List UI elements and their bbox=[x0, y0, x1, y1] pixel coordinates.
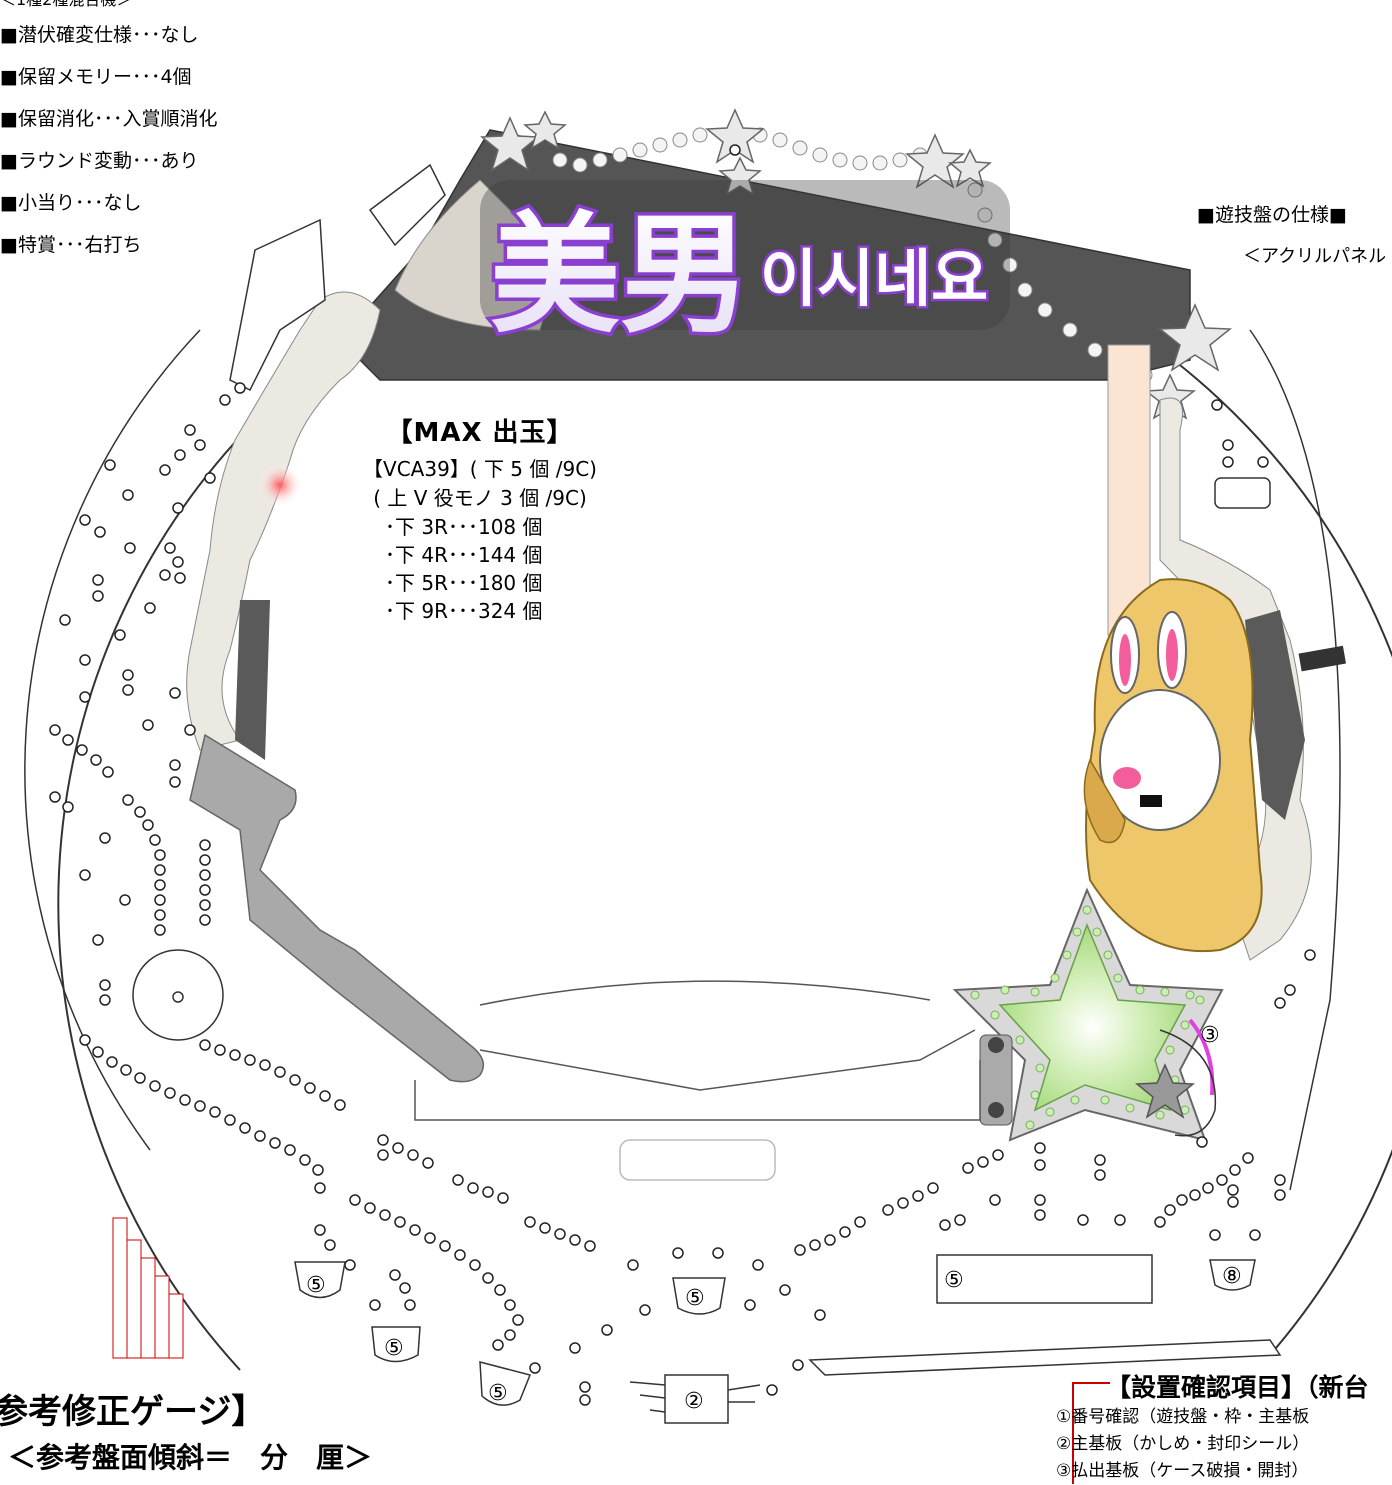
pocket-3-label: ③ bbox=[1200, 1023, 1220, 1048]
install-item-1: ①番号確認（遊技盤・枠・主基板 bbox=[1056, 1407, 1310, 1427]
svg-text:⑤: ⑤ bbox=[944, 1268, 964, 1293]
stage-curve bbox=[479, 980, 931, 1006]
install-item-3: ③払出基板（ケース破損・開封） bbox=[1056, 1461, 1309, 1481]
install-items: ①番号確認（遊技盤・枠・主基板 ②主基板（かしめ・封印シール） ③払出基板（ケー… bbox=[1056, 1404, 1309, 1485]
pearl-chain bbox=[552, 127, 1153, 383]
star-bumper-2 bbox=[988, 1102, 1004, 1118]
board-right-rail bbox=[1249, 329, 1341, 1191]
max-round-5r: ･下 5R･･･180 個 bbox=[385, 571, 543, 595]
max-payout-box: 【MAX 出玉】 【VCA39】( 下 5 個 /9C) ( 上 V 役モノ 3… bbox=[330, 412, 630, 625]
svg-text:⑤: ⑤ bbox=[685, 1286, 705, 1311]
spec-item-small-hit: ■小当り･･･なし bbox=[0, 192, 142, 214]
pocket-8: ⑧ bbox=[1209, 1259, 1256, 1291]
max-payout-line-1: 【VCA39】( 下 5 個 /9C) bbox=[363, 457, 597, 481]
pocket-bottom-left: ⑤ bbox=[479, 1361, 532, 1406]
gauge-title: 参考修正ゲージ】 bbox=[0, 1392, 266, 1432]
board-spec-title: ■遊技盤の仕様■ bbox=[1197, 204, 1347, 226]
svg-text:⑤: ⑤ bbox=[384, 1336, 404, 1361]
right-gate bbox=[1214, 477, 1271, 509]
star-bumper-1 bbox=[988, 1037, 1004, 1053]
bottom-rail bbox=[808, 1339, 1282, 1376]
spec-item-digest: ■保留消化･･･入賞順消化 bbox=[0, 108, 218, 130]
spec-item-special: ■特賞･･･右打ち bbox=[0, 234, 142, 256]
board-inner-rail bbox=[24, 329, 201, 1151]
install-bracket bbox=[1072, 1382, 1110, 1484]
svg-text:②: ② bbox=[684, 1389, 704, 1414]
max-payout-line-2: ( 上 V 役モノ 3 個 /9C) bbox=[373, 486, 587, 510]
red-gauge-stack bbox=[112, 1217, 184, 1359]
board-spec-subtitle: ＜アクリルパネル bbox=[1243, 246, 1387, 267]
small-star bbox=[1135, 1063, 1195, 1119]
red-light bbox=[258, 463, 302, 507]
nails bbox=[49, 144, 1316, 1406]
left-gray-wall bbox=[235, 600, 270, 760]
spec-list: ＜1種2種混合機＞ ■潜伏確変仕様･･･なし ■保留メモリー･･･4個 ■保留消… bbox=[0, 0, 217, 266]
spec-item-round: ■ラウンド変動･･･あり bbox=[0, 150, 199, 172]
display-frame bbox=[338, 129, 1191, 381]
pink-rail bbox=[1188, 1018, 1215, 1096]
left-cloud-deco bbox=[186, 291, 381, 751]
pocket-left-2: ⑤ bbox=[371, 1326, 421, 1363]
stage-lower bbox=[479, 1029, 976, 1091]
bunny-ear-right-inner bbox=[1166, 629, 1178, 681]
max-round-9r: ･下 9R･･･324 個 bbox=[385, 599, 543, 623]
display-frame-light bbox=[394, 179, 561, 331]
attacker-5: ⑤ bbox=[936, 1254, 1153, 1304]
logo-main: 美男 bbox=[490, 199, 750, 351]
logo-sub: 이시네요 bbox=[760, 242, 988, 315]
bunny-ear-left-inner bbox=[1119, 634, 1131, 686]
install-title: 【設置確認項目】（新台 bbox=[1106, 1373, 1369, 1402]
right-gray-wall bbox=[1245, 610, 1305, 820]
windmill-center bbox=[172, 991, 184, 1003]
moon-tail bbox=[1083, 758, 1126, 844]
title-logo: 美男 이시네요 bbox=[480, 180, 1010, 355]
max-round-3r: ･下 3R･･･108 個 bbox=[385, 515, 543, 539]
stage-base bbox=[414, 1060, 981, 1121]
bunny-face bbox=[1099, 689, 1221, 831]
pocket-center: ⑤ bbox=[672, 1277, 726, 1315]
max-round-4r: ･下 4R･･･144 個 bbox=[385, 543, 543, 567]
svg-text:⑧: ⑧ bbox=[1222, 1264, 1242, 1289]
spec-header: ＜1種2種混合機＞ bbox=[0, 0, 217, 14]
star-side-pocket bbox=[1159, 1029, 1217, 1137]
chain-stars bbox=[480, 108, 1233, 420]
start-pocket-2: ② bbox=[629, 1374, 761, 1424]
install-item-2: ②主基板（かしめ・封印シール） bbox=[1056, 1434, 1310, 1454]
spec-item-reserve: ■保留メモリー･･･4個 bbox=[0, 66, 192, 88]
spec-item-latent: ■潜伏確変仕様･･･なし bbox=[0, 24, 199, 46]
bottom-center-box bbox=[619, 1139, 776, 1181]
gauge-subtitle: ＜参考盤面傾斜＝ 分 厘＞ bbox=[8, 1441, 373, 1474]
bunny-bow bbox=[1140, 795, 1162, 807]
star-leds bbox=[970, 905, 1205, 1130]
left-ramp bbox=[189, 733, 485, 1083]
right-pole bbox=[1107, 344, 1151, 636]
right-lever bbox=[1298, 645, 1347, 672]
left-side-guide bbox=[229, 218, 326, 392]
max-payout-title: 【MAX 出玉】 bbox=[386, 418, 574, 448]
big-star-inner bbox=[998, 922, 1187, 1112]
svg-text:⑤: ⑤ bbox=[306, 1273, 326, 1298]
bunny-cheek bbox=[1113, 767, 1141, 789]
left-top-guide bbox=[368, 163, 446, 247]
svg-text:⑤: ⑤ bbox=[488, 1381, 508, 1406]
pocket-left-1: ⑤ bbox=[294, 1261, 346, 1299]
